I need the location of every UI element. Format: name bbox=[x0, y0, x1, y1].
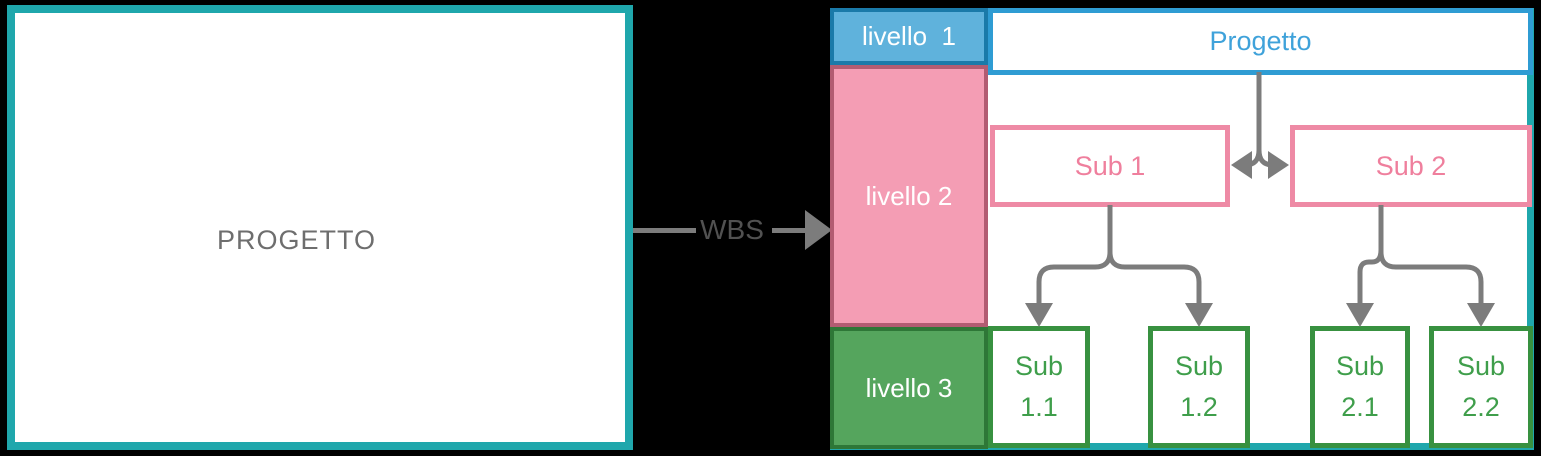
level-3-band: livello 3 bbox=[830, 327, 988, 449]
node-sub-1-label: Sub 1 bbox=[1074, 150, 1146, 181]
root-node-progetto: Progetto bbox=[988, 8, 1533, 75]
node-sub-2-label: Sub 2 bbox=[1375, 150, 1447, 181]
wbs-arrow-label: WBS bbox=[700, 214, 764, 245]
node-sub-1-2: Sub 1.2 bbox=[1148, 326, 1250, 448]
node-sub-1-1: Sub 1.1 bbox=[988, 326, 1090, 448]
node-sub-1-1-label-line2: 1.1 bbox=[1020, 392, 1058, 422]
level-1-band: livello 1 bbox=[830, 8, 988, 65]
node-sub-2-1-label-line2: 2.1 bbox=[1341, 392, 1379, 422]
level-2-band: livello 2 bbox=[830, 65, 988, 327]
node-sub-2-2-label-line2: 2.2 bbox=[1462, 392, 1500, 422]
node-sub-2-1: Sub 2.1 bbox=[1310, 326, 1410, 448]
node-sub-2-1-label-line1: Sub bbox=[1335, 351, 1385, 381]
root-node-label: Progetto bbox=[1209, 26, 1312, 56]
node-sub-1-2-label-line2: 1.2 bbox=[1180, 392, 1218, 422]
wbs-arrow-line-left bbox=[633, 228, 696, 233]
wbs-arrowhead-icon bbox=[805, 210, 832, 250]
node-sub-1-2-label-line1: Sub bbox=[1174, 351, 1224, 381]
level-3-label: livello 3 bbox=[865, 372, 953, 403]
project-box: PROGETTO bbox=[7, 5, 633, 450]
node-sub-1-1-label-line1: Sub bbox=[1014, 351, 1064, 381]
level-2-label: livello 2 bbox=[865, 180, 953, 211]
project-box-title: PROGETTO bbox=[217, 225, 377, 255]
node-sub-2-2: Sub 2.2 bbox=[1429, 326, 1533, 448]
node-sub-1: Sub 1 bbox=[990, 125, 1230, 207]
node-sub-2-2-label-line1: Sub bbox=[1456, 351, 1506, 381]
wbs-arrow-line-right bbox=[772, 228, 806, 233]
node-sub-2: Sub 2 bbox=[1290, 125, 1532, 207]
level-1-label: livello 1 bbox=[862, 21, 956, 51]
